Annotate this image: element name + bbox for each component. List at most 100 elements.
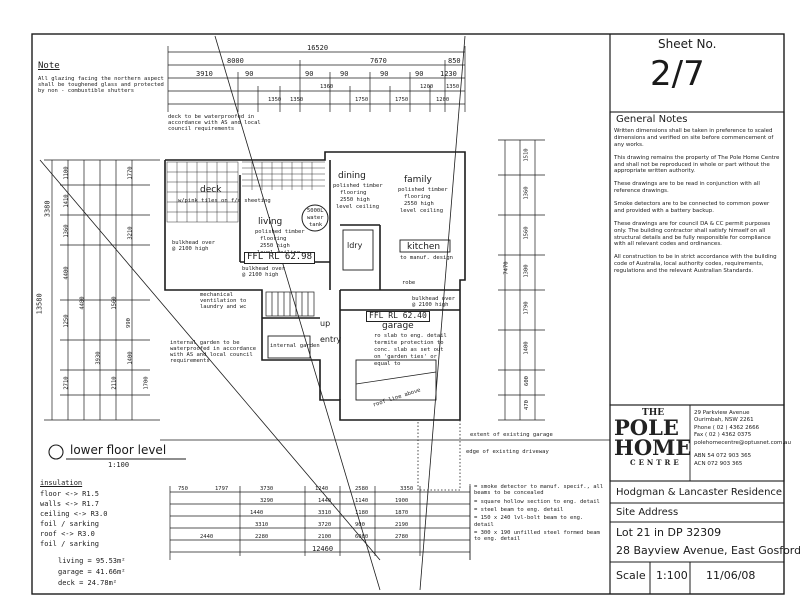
insulation-item-1: walls <-> R1.7 bbox=[40, 500, 100, 508]
kitchen-bench bbox=[399, 239, 451, 253]
annot-existing-garage: extent of existing garage bbox=[470, 432, 553, 438]
dim-right-2: 1360 bbox=[523, 186, 530, 200]
dim-overall-top: 16520 bbox=[307, 44, 329, 52]
dim-right-6: 1400 bbox=[523, 341, 530, 355]
room-kitchen-desc: to manuf. design bbox=[400, 255, 453, 261]
room-garage-desc-3: on 'garden ties' or bbox=[374, 354, 437, 360]
stair-up: up bbox=[320, 319, 331, 328]
general-note-1: This drawing remains the property of The… bbox=[614, 154, 780, 175]
ffl-garage: FFL RL 62.40 bbox=[366, 311, 430, 322]
company-address-1: Ourimbah, NSW 2261 bbox=[694, 417, 754, 424]
dim-left-c3-3: 2110 bbox=[111, 376, 118, 390]
dim-left-c2-0: 1100 bbox=[63, 166, 70, 180]
sheet-label: Sheet No. bbox=[658, 37, 717, 51]
room-garage-desc-2: conc. slab as set out bbox=[374, 347, 444, 353]
dim-right-0: 7470 bbox=[503, 261, 510, 275]
project-scale-label: Scale bbox=[616, 569, 646, 582]
dim-bot-r1-1: 1797 bbox=[215, 486, 229, 492]
dim-bot-r3-1: 1440 bbox=[250, 510, 264, 516]
insulation-item-4: roof <-> R3.0 bbox=[40, 530, 95, 538]
project-residence: Hodgman & Lancaster Residence bbox=[616, 487, 783, 498]
company-logo: THE POLE HOME CENTRE bbox=[614, 408, 692, 467]
note-block: Note All glazing facing the northern asp… bbox=[38, 61, 168, 94]
insulation-item-5: foil / sarking bbox=[40, 540, 100, 548]
dim-bot-r2-4: 1900 bbox=[395, 498, 409, 504]
project-date: 11/06/08 bbox=[706, 569, 756, 582]
dim-left-c4-5: 1700 bbox=[143, 376, 150, 390]
dim-right-8: 470 bbox=[523, 400, 530, 410]
dim-bot-r2-3: 1140 bbox=[355, 498, 369, 504]
insulation-item-2: ceiling <-> R3.0 bbox=[40, 510, 108, 518]
logo-the: THE bbox=[642, 408, 665, 418]
dim-bot-overall: 12460 bbox=[312, 545, 334, 553]
dim-left-overall: 13580 bbox=[35, 293, 44, 315]
floor-level-title: lower floor level bbox=[70, 443, 167, 457]
room-entry: entry bbox=[320, 335, 342, 344]
dim-top-r3-4: 1360 bbox=[320, 84, 334, 90]
room-garage-name: garage bbox=[382, 321, 414, 331]
legend-item-1: = square hollow section to eng. detail bbox=[474, 498, 600, 505]
room-garage-desc-4: equal to bbox=[374, 361, 401, 367]
right-dimension-lines bbox=[498, 139, 545, 421]
tank-line-0: 5000L bbox=[307, 208, 324, 214]
note-title: Note bbox=[38, 61, 60, 71]
room-dining-desc-0: polished timber bbox=[333, 183, 383, 189]
general-notes-title: General Notes bbox=[616, 114, 688, 125]
room-dining-desc-3: level ceiling bbox=[336, 204, 380, 210]
dim-top-r2-11: 1230 bbox=[440, 70, 457, 78]
project-lot: Lot 21 in DP 32309 bbox=[616, 526, 722, 539]
legend-item-3: = 150 x 240 lvl-bolt beam to eng. detail bbox=[474, 515, 584, 528]
bottom-dimension-lines bbox=[169, 486, 471, 560]
area-garage: garage = 41.66m² bbox=[58, 568, 126, 576]
dim-left-c3-1: 3930 bbox=[95, 351, 102, 365]
dim-bot-r5-4: 6000 bbox=[355, 534, 369, 540]
tank-line-2: tank bbox=[309, 222, 323, 228]
dim-left-c2-2: 1360 bbox=[63, 224, 70, 238]
room-family-desc-2: 2550 high bbox=[404, 201, 434, 207]
dim-bot-r2-0: 3290 bbox=[260, 498, 274, 504]
left-dimension-lines bbox=[44, 159, 160, 421]
dim-bot-r2-2: 1440 bbox=[318, 498, 332, 504]
room-living-desc-2: 2550 high bbox=[260, 243, 290, 249]
company-address-0: 29 Parkview Avenue bbox=[694, 410, 750, 416]
room-family-desc-1: flooring bbox=[404, 194, 431, 200]
annot-existing-driveway: edge of existing driveway bbox=[466, 449, 549, 455]
dim-right-4: 1300 bbox=[523, 264, 530, 278]
dim-left-c4-2: 990 bbox=[125, 318, 132, 328]
project-site-label: Site Address bbox=[616, 507, 679, 518]
company-phone: Phone ( 02 ) 4362 2666 bbox=[694, 424, 760, 431]
insulation-title: insulation bbox=[40, 479, 83, 487]
logo-home: HOME bbox=[614, 435, 692, 460]
dim-left-c4-1: 3210 bbox=[127, 226, 134, 240]
dim-bot-r3-4: 1870 bbox=[395, 510, 409, 516]
area-living: living = 95.53m² bbox=[58, 557, 126, 565]
dim-top-r3-11: 1200 bbox=[436, 97, 450, 103]
dim-top-r2-8: 90 bbox=[380, 70, 389, 78]
internal-garden-outline bbox=[267, 335, 311, 359]
dim-bot-r1-2: 3730 bbox=[260, 486, 274, 492]
dim-left-c4-3: 1400 bbox=[127, 351, 134, 365]
annot-garden-waterproof: internal garden to be waterproofed in ac… bbox=[170, 340, 257, 365]
annot-deck-waterproof: deck to be waterproofed in accordance wi… bbox=[168, 114, 261, 133]
top-dimension-lines bbox=[167, 46, 466, 112]
room-dining-desc-1: flooring bbox=[340, 190, 367, 196]
room-garage-desc-0: ro slab to eng. detail bbox=[374, 333, 447, 339]
annot-bulkhead-3: bulkhead over @ 2100 high bbox=[412, 296, 456, 309]
company-acn: ACN 072 903 365 bbox=[694, 460, 743, 467]
room-living-desc-1: flooring bbox=[260, 236, 287, 242]
project-scale: 1:100 bbox=[656, 569, 688, 582]
annot-bulkhead-1: bulkhead over @ 2100 high bbox=[172, 240, 216, 253]
dim-top-r2-0: 3910 bbox=[196, 70, 213, 78]
ldry-box bbox=[342, 229, 374, 271]
dim-top-r1-2: 850 bbox=[448, 57, 461, 65]
floor-level-scale: 1:100 bbox=[108, 461, 130, 469]
dim-right-3: 1560 bbox=[523, 226, 530, 240]
note-line-3: by non - combustible shutters bbox=[38, 87, 135, 94]
logo-centre: CENTRE bbox=[630, 458, 682, 467]
legend-item-0: = smoke detector to manuf. specif., all … bbox=[474, 484, 604, 497]
dim-top-r1-1: 7670 bbox=[370, 57, 387, 65]
dim-bot-r4-0: 3310 bbox=[255, 522, 269, 528]
company-abn: ABN 54 072 903 365 bbox=[694, 453, 752, 460]
